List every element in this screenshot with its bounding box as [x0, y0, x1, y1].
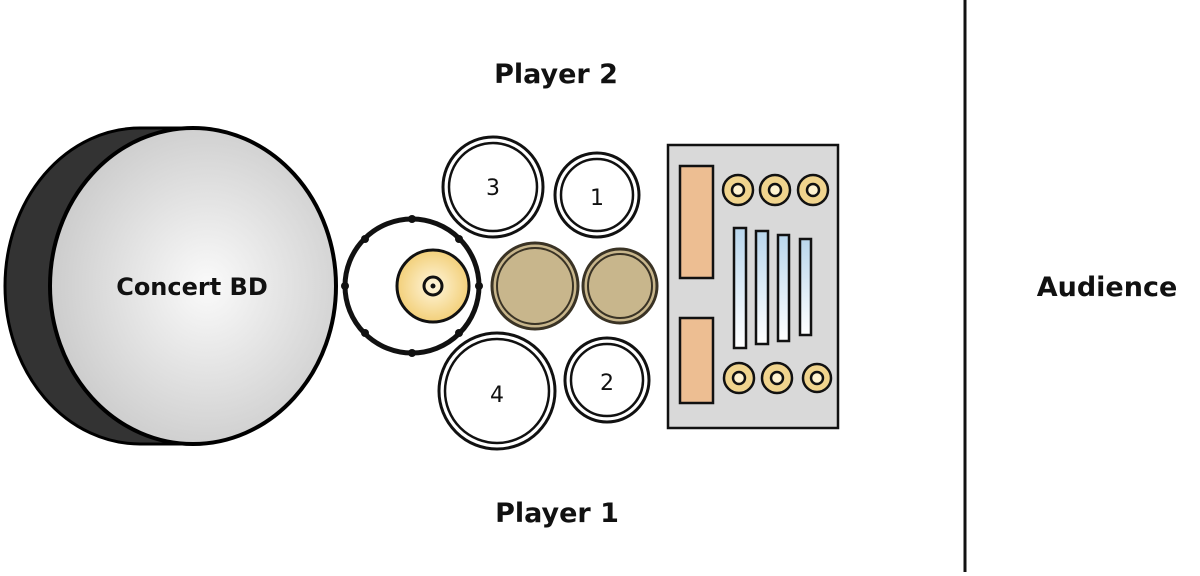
tan-drum-large [490, 241, 580, 331]
fader [776, 233, 791, 343]
tan-drum-small [581, 247, 659, 325]
tom-number: 4 [490, 383, 504, 408]
cymbal [395, 248, 471, 324]
tom-number: 3 [486, 176, 500, 201]
tom-number: 1 [590, 186, 604, 211]
concert-bass-drum: Concert BD [3, 126, 338, 446]
tom-4: 4 [437, 331, 557, 451]
bass-drum-label: Concert BD [116, 273, 268, 301]
tom-3: 3 [441, 135, 545, 239]
tom-1: 1 [553, 151, 641, 239]
pad-top [678, 164, 715, 280]
tom-2: 2 [563, 336, 651, 424]
pad-bottom [678, 316, 715, 405]
fader [732, 226, 748, 350]
player-2-label: Player 2 [494, 59, 618, 90]
fader [754, 229, 770, 346]
player-1-label: Player 1 [495, 498, 619, 529]
audience-label: Audience [1037, 272, 1178, 303]
tom-number: 2 [600, 371, 614, 396]
fader [798, 237, 813, 337]
mixer-panel [666, 143, 840, 430]
